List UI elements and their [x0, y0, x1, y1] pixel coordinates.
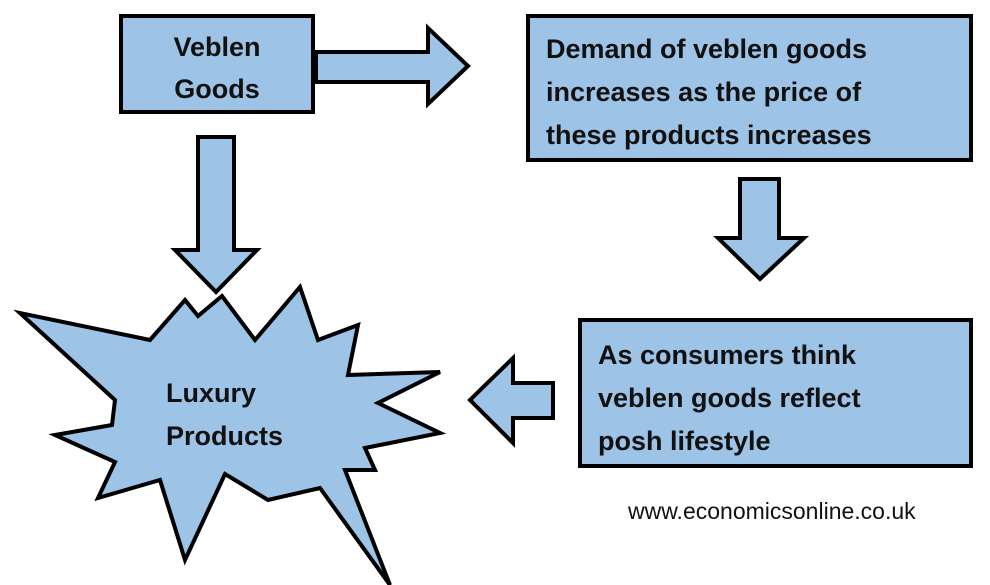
- consumers-line-1: As consumers think: [598, 340, 857, 370]
- demand-line-1: Demand of veblen goods: [546, 34, 868, 64]
- veblen-goods-line-2: Goods: [174, 74, 260, 104]
- demand-line-2: increases as the price of: [546, 77, 862, 107]
- veblen-goods-box: Veblen Goods: [119, 14, 315, 114]
- arrow-down-veblen-to-luxury: [170, 135, 262, 295]
- veblen-goods-line-1: Veblen: [173, 32, 261, 62]
- consumers-line-2: veblen goods reflect: [598, 383, 861, 413]
- luxury-products-label: Luxury Products: [166, 372, 283, 458]
- demand-increase-box: Demand of veblen goods increases as the …: [526, 14, 973, 162]
- luxury-line-1: Luxury: [166, 378, 257, 408]
- arrow-right-veblen-to-demand: [314, 23, 471, 109]
- source-url: www.economicsonline.co.uk: [628, 498, 916, 524]
- arrow-left-consumers-to-luxury: [467, 353, 555, 448]
- luxury-line-2: Products: [166, 421, 284, 451]
- luxury-products-starburst: [13, 283, 447, 585]
- demand-line-3: these products increases: [546, 120, 872, 150]
- arrow-down-demand-to-consumers: [713, 177, 810, 282]
- consumers-perception-box: As consumers think veblen goods reflect …: [578, 318, 973, 468]
- consumers-line-3: posh lifestyle: [598, 426, 771, 456]
